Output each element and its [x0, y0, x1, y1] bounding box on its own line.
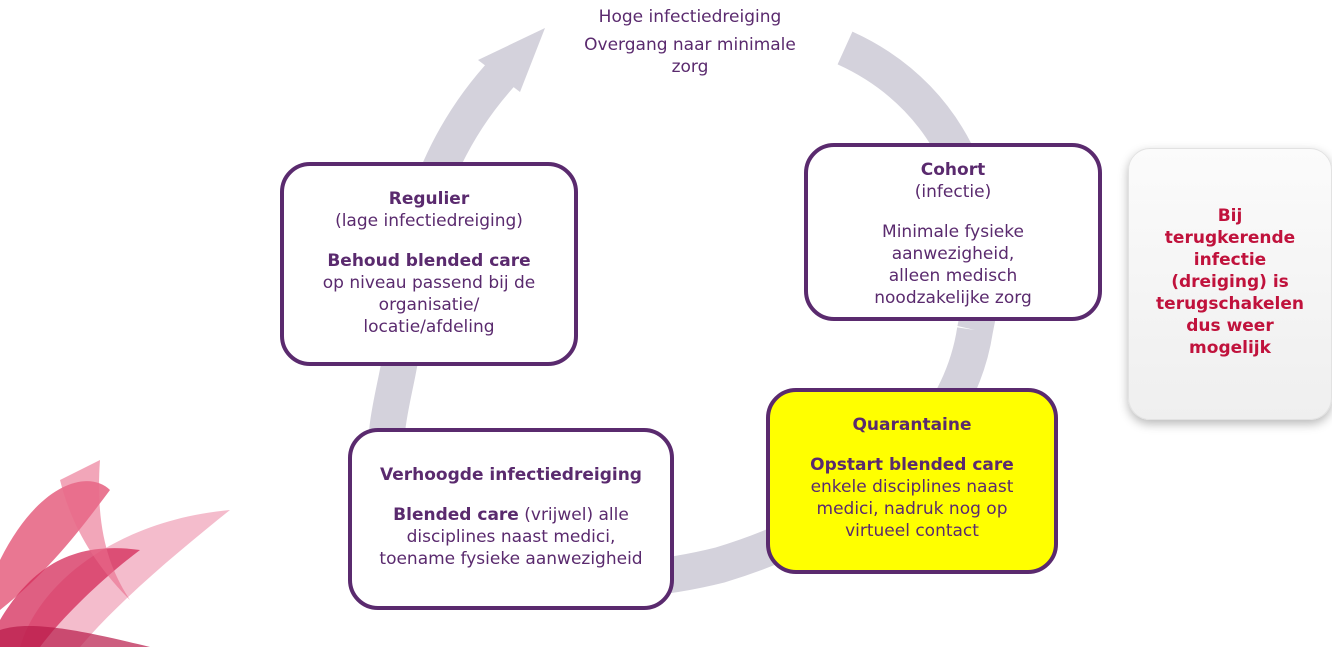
- top-label: Hoge infectiedreiging Overgang naar mini…: [560, 6, 820, 78]
- stage-cohort: Cohort (infectie) Minimale fysieke aanwe…: [804, 143, 1102, 321]
- stage-quarantaine: Quarantaine Opstart blended care enkele …: [766, 388, 1058, 574]
- stage-regulier-subtitle: (lage infectiedreiging): [335, 211, 523, 231]
- top-label-line2: Overgang naar minimale zorg: [584, 35, 796, 77]
- stage-verhoogd-body: disciplines naast medici, toename fysiek…: [379, 527, 643, 569]
- stage-cohort-body: Minimale fysieke aanwezigheid, alleen me…: [874, 222, 1032, 308]
- stage-verhoogd: Verhoogde infectiedreiging Blended care …: [348, 428, 674, 610]
- logo-petals-icon: [0, 460, 230, 647]
- stage-regulier-title: Regulier: [388, 189, 470, 209]
- stage-verhoogd-title: Verhoogde infectiedreiging: [380, 465, 642, 485]
- stage-quarantaine-body-bold: Opstart blended care: [810, 455, 1014, 475]
- stage-regulier-body: op niveau passend bij de organisatie/ lo…: [322, 273, 536, 337]
- stage-quarantaine-title: Quarantaine: [852, 415, 972, 435]
- stage-cohort-subtitle: (infectie): [914, 182, 992, 202]
- stage-verhoogd-body-bold: Blended care: [393, 505, 519, 525]
- stage-regulier-body-bold: Behoud blended care: [327, 251, 531, 271]
- stage-verhoogd-body-first-line: Blended care (vrijwel) alle: [352, 504, 670, 526]
- top-label-line1: Hoge infectiedreiging: [598, 7, 782, 27]
- stage-regulier: Regulier (lage infectiedreiging) Behoud …: [280, 162, 578, 366]
- side-note: Bij terugkerende infectie (dreiging) is …: [1128, 148, 1332, 420]
- stage-cohort-title: Cohort: [920, 160, 986, 180]
- stage-quarantaine-body: enkele disciplines naast medici, nadruk …: [810, 477, 1014, 541]
- stage-verhoogd-body-tail: (vrijwel) alle: [518, 505, 629, 525]
